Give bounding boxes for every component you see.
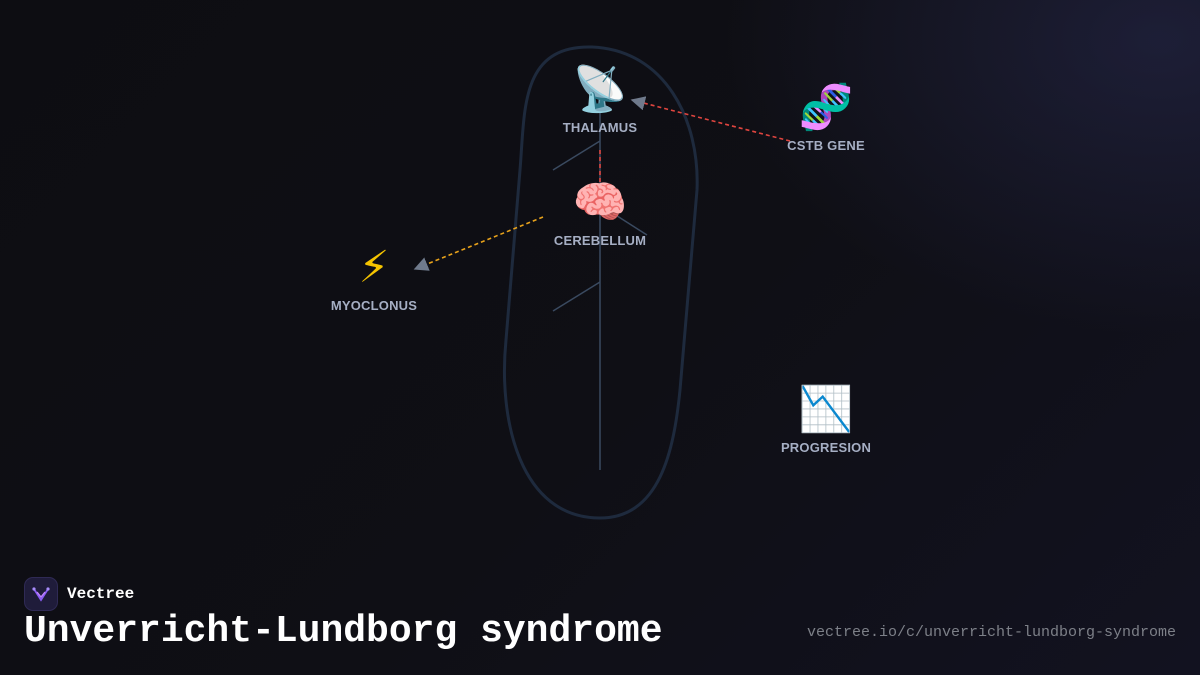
node-label: PROGRESION [780,440,872,455]
dna-icon: 🧬 [798,82,854,133]
tree-branch [552,140,601,171]
node-myoclonus[interactable]: ⚡ MYOCLONUS [294,242,454,313]
node-label: MYOCLONUS [330,298,418,313]
brand[interactable]: Vectree [24,577,134,611]
tree-branch [552,281,601,312]
chart-decreasing-icon: 📉 [798,384,854,435]
edge-cstb-to-thalamus [630,96,791,142]
brain-icon: 🧠 [572,177,628,228]
page-title: Unverricht-Lundborg syndrome [24,610,663,653]
node-progresion[interactable]: 📉 PROGRESION [746,384,906,455]
brain-outline [502,45,699,520]
node-thalamus[interactable]: 📡 THALAMUS [520,64,680,135]
node-label: THALAMUS [562,120,638,135]
satellite-antenna-icon: 📡 [572,64,628,115]
vectree-logo-icon [24,577,58,611]
lightning-icon: ⚡ [358,242,390,293]
tree-branch [599,204,648,236]
page-url[interactable]: vectree.io/c/unverricht-lundborg-syndrom… [806,624,1176,641]
edge-cerebellum-to-myoclonus [413,216,544,271]
node-cstb-gene[interactable]: 🧬 CSTB GENE [746,82,906,153]
node-label: CEREBELLUM [553,233,647,248]
node-cerebellum[interactable]: 🧠 CEREBELLUM [520,177,680,248]
node-label: CSTB GENE [787,138,865,153]
brand-name: Vectree [67,585,135,603]
